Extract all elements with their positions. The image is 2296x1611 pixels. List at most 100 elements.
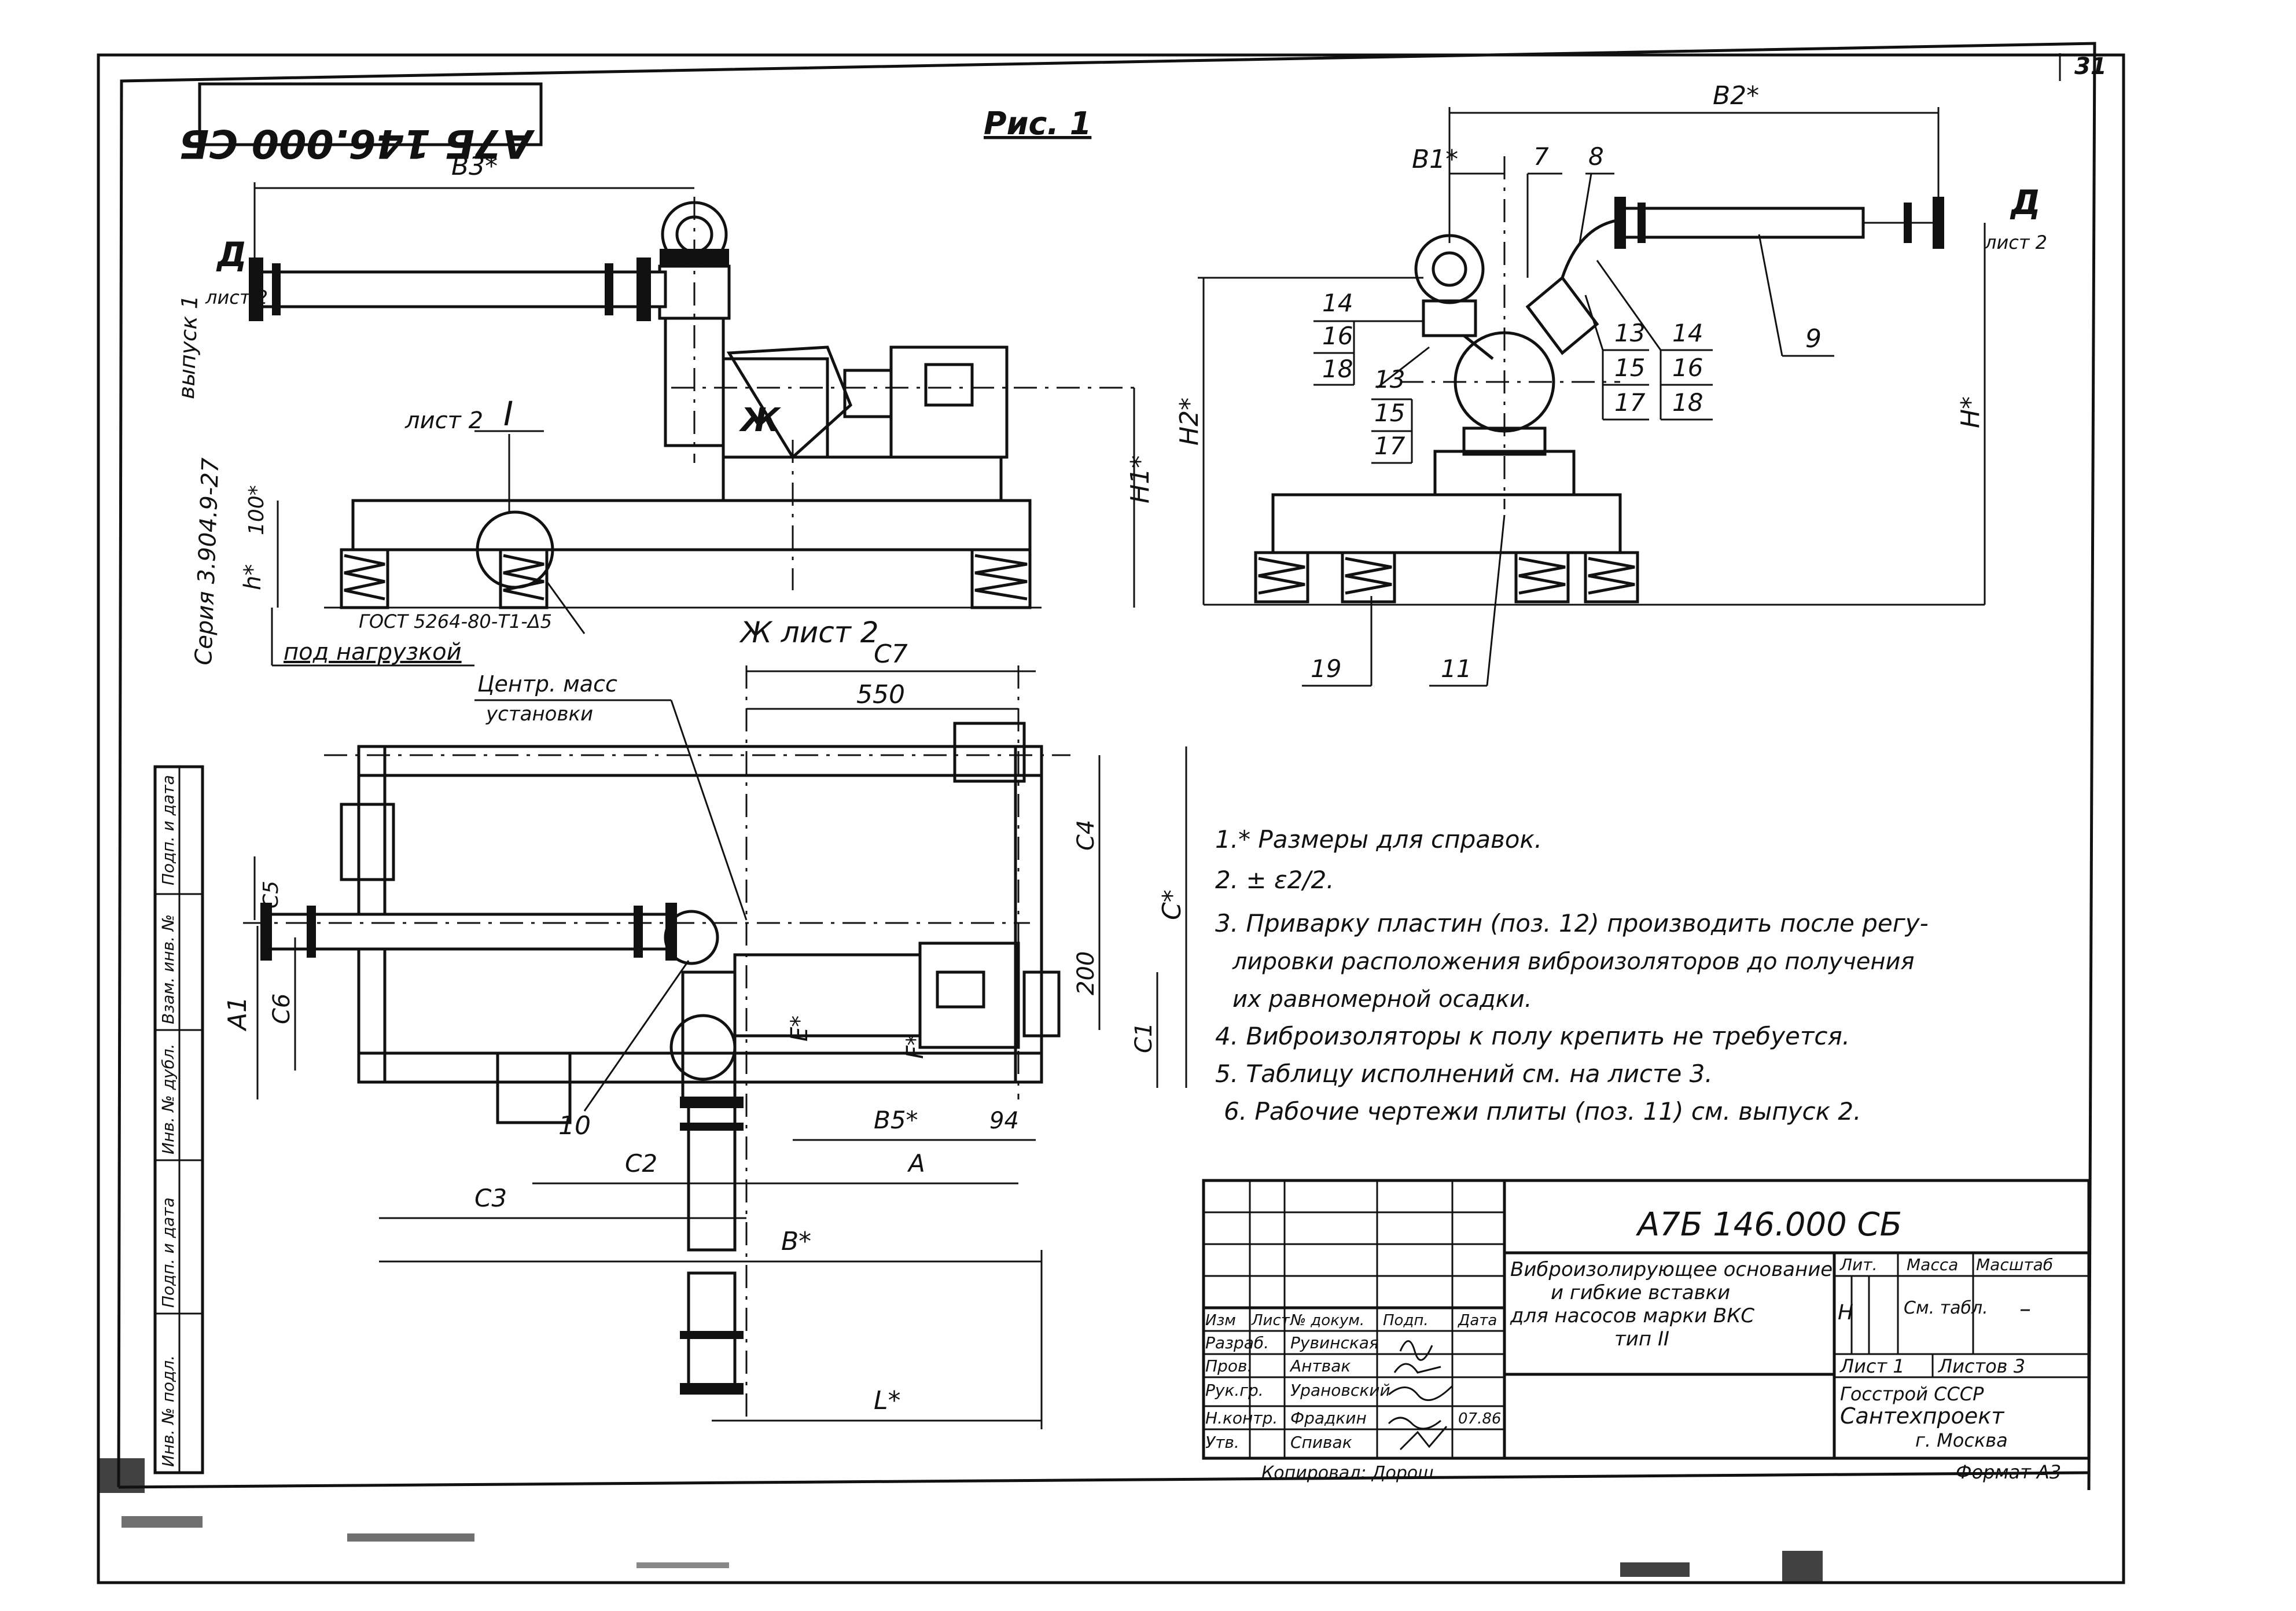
dim-b2: B2*	[1713, 81, 1759, 111]
callout-left-2: 16	[1322, 322, 1353, 350]
strip-cell-5: Инв. № подл.	[159, 1355, 178, 1467]
callout-left-4: 13	[1374, 365, 1405, 393]
tb-name-5: Спивак	[1290, 1433, 1352, 1452]
strip-cell-1: Подп. и дата	[159, 775, 178, 885]
dim-offset: 100*	[245, 485, 268, 535]
label-zh: Ж	[738, 402, 781, 439]
side-strip: Подп. и дата Взам. инв. № Инв. № дубл. П…	[153, 765, 204, 1474]
dim-c1: C1	[1131, 1022, 1157, 1053]
plan-view: C7 550 Ж лист 2 Центр. масс установки C4…	[223, 616, 1187, 1429]
tb-name-1: Рувинская	[1290, 1333, 1379, 1352]
tb-role-4: Н.контр.	[1205, 1408, 1278, 1428]
dim-h2: H2*	[1175, 398, 1204, 446]
dim-f: F*	[902, 1034, 929, 1059]
tb-org-3: г. Москва	[1915, 1429, 2008, 1451]
tb-date-4: 07.86	[1458, 1410, 1501, 1428]
tb-name-4: Фрадкин	[1290, 1408, 1367, 1428]
tb-lit: Н	[1838, 1301, 1853, 1325]
label-gost: ГОСТ 5264-80-Т1-Δ5	[359, 610, 552, 632]
tb-name-line-3: для насосов марки ВКС	[1510, 1304, 1754, 1327]
tb-scale: –	[2019, 1296, 2031, 1322]
callouts-left: 14 16 18 13 15 17	[1313, 289, 1430, 464]
label-node-I: I	[503, 394, 513, 433]
sheet-frame: 31	[97, 42, 2125, 1584]
callout-8: 8	[1588, 142, 1604, 171]
tb-header-izm: Изм	[1205, 1312, 1236, 1329]
tb-role-5: Утв.	[1205, 1433, 1239, 1452]
note-3: 3. Приварку пластин (поз. 12) производит…	[1215, 909, 1929, 937]
callouts-right: 13 15 17 14 16 18	[1584, 260, 1713, 421]
callout-left-3: 18	[1322, 355, 1353, 383]
callout-9: 9	[1805, 324, 1822, 354]
detail-circle-I	[476, 510, 554, 589]
mirrored-stamp: А7Б 146.000 СБ	[179, 82, 543, 166]
page-number: 31	[2074, 53, 2107, 80]
dim-c5: C5	[259, 881, 283, 909]
tb-name-line-1: Виброизолирующее основание	[1510, 1258, 1833, 1281]
callout-right-4: 14	[1672, 319, 1703, 347]
note-5: 5. Таблицу исполнений см. на листе 3.	[1215, 1060, 1713, 1088]
tb-header-list: Лист	[1251, 1312, 1290, 1329]
callout-left-1: 14	[1322, 289, 1353, 317]
label-d: Д	[216, 235, 247, 274]
dim-b4: 94	[989, 1108, 1019, 1134]
dim-h: H*	[1956, 396, 1985, 428]
tb-name-line-4: тип II	[1614, 1327, 1669, 1351]
note-3-cont-2: их равномерной осадки.	[1232, 986, 1532, 1013]
vibration-isolators-left	[324, 548, 1042, 609]
notes: 1.* Размеры для справок. 2. ± ε2/2. 3. П…	[1215, 825, 1929, 1126]
callout-right-1: 13	[1614, 319, 1645, 347]
center-of-mass-2: установки	[485, 702, 593, 726]
copied-by: Копировал: Дорош	[1261, 1463, 1434, 1483]
dim-200: 200	[1073, 951, 1099, 995]
dim-b: B*	[781, 1227, 811, 1256]
dim-a1: A1	[223, 996, 252, 1032]
tb-sheets: Листов 3	[1938, 1355, 2025, 1377]
mirrored-designation: А7Б 146.000 СБ	[179, 120, 535, 166]
strip-cell-3: Инв. № дубл.	[159, 1043, 178, 1154]
tb-header-date: Дата	[1458, 1312, 1497, 1329]
dim-b3: B3*	[451, 152, 498, 181]
dim-h1: H1*	[1125, 455, 1155, 503]
callout-19: 19	[1311, 654, 1341, 683]
dim-b5: B5*	[874, 1106, 918, 1134]
note-6: 6. Рабочие чертежи плиты (поз. 11) см. в…	[1224, 1097, 1861, 1126]
label-under-load: под нагрузкой	[284, 639, 462, 665]
note-2: 2. ± ε2/2.	[1215, 866, 1334, 894]
tb-name-line-2: и гибкие вставки	[1551, 1281, 1730, 1304]
callout-left-6: 17	[1374, 432, 1405, 460]
tb-mass: См. табл.	[1904, 1298, 1988, 1318]
note-3-cont-1: лировки расположения виброизоляторов до …	[1232, 948, 1915, 975]
dim-c7: C7	[874, 639, 908, 669]
callout-7: 7	[1533, 142, 1549, 171]
dim-c6: C6	[268, 994, 295, 1024]
tb-name-3: Урановский	[1290, 1381, 1390, 1400]
label-sheet2: лист 2	[404, 407, 483, 434]
callout-11: 11	[1441, 654, 1471, 683]
tb-name-2: Антвак	[1289, 1356, 1351, 1375]
tb-role-3: Рук.гр.	[1205, 1381, 1264, 1400]
tb-designation: А7Б 146.000 СБ	[1636, 1206, 1902, 1244]
title-block: А7Б 146.000 СБ Изм Лист № докум. Подп. Д…	[1202, 1179, 2091, 1460]
label-zh-sheet2: Ж лист 2	[739, 616, 879, 649]
issue-label: выпуск 1	[174, 295, 203, 399]
tb-header-sign: Подп.	[1383, 1312, 1429, 1329]
tb-role-1: Разраб.	[1205, 1333, 1269, 1352]
dim-550: 550	[856, 680, 905, 709]
callout-left-5: 15	[1374, 399, 1405, 427]
tb-header-doc: № докум.	[1289, 1312, 1364, 1329]
tb-org-2: Сантехпроект	[1840, 1403, 2005, 1429]
right-elevation-view: B2* B1* H2* H* Д лист 2 14 16 18 13 15 1…	[1175, 81, 2047, 687]
dim-c3: C3	[474, 1184, 507, 1212]
left-elevation-view: B3* H1* h* 100* Д лист 2 Ж лист 2 I ГОСТ…	[205, 152, 1155, 667]
item-10: 10	[558, 1111, 591, 1141]
callout-right-2: 15	[1614, 354, 1645, 382]
callout-right-6: 18	[1672, 388, 1703, 417]
tb-org-1: Госстрой СССР	[1840, 1383, 1984, 1405]
figure-title: Рис. 1	[984, 105, 1091, 142]
dim-e: E*	[786, 1016, 813, 1042]
dim-c4: C4	[1073, 820, 1099, 851]
strip-cell-2: Взам. инв. №	[159, 914, 178, 1024]
dim-b1: B1*	[1412, 145, 1458, 174]
